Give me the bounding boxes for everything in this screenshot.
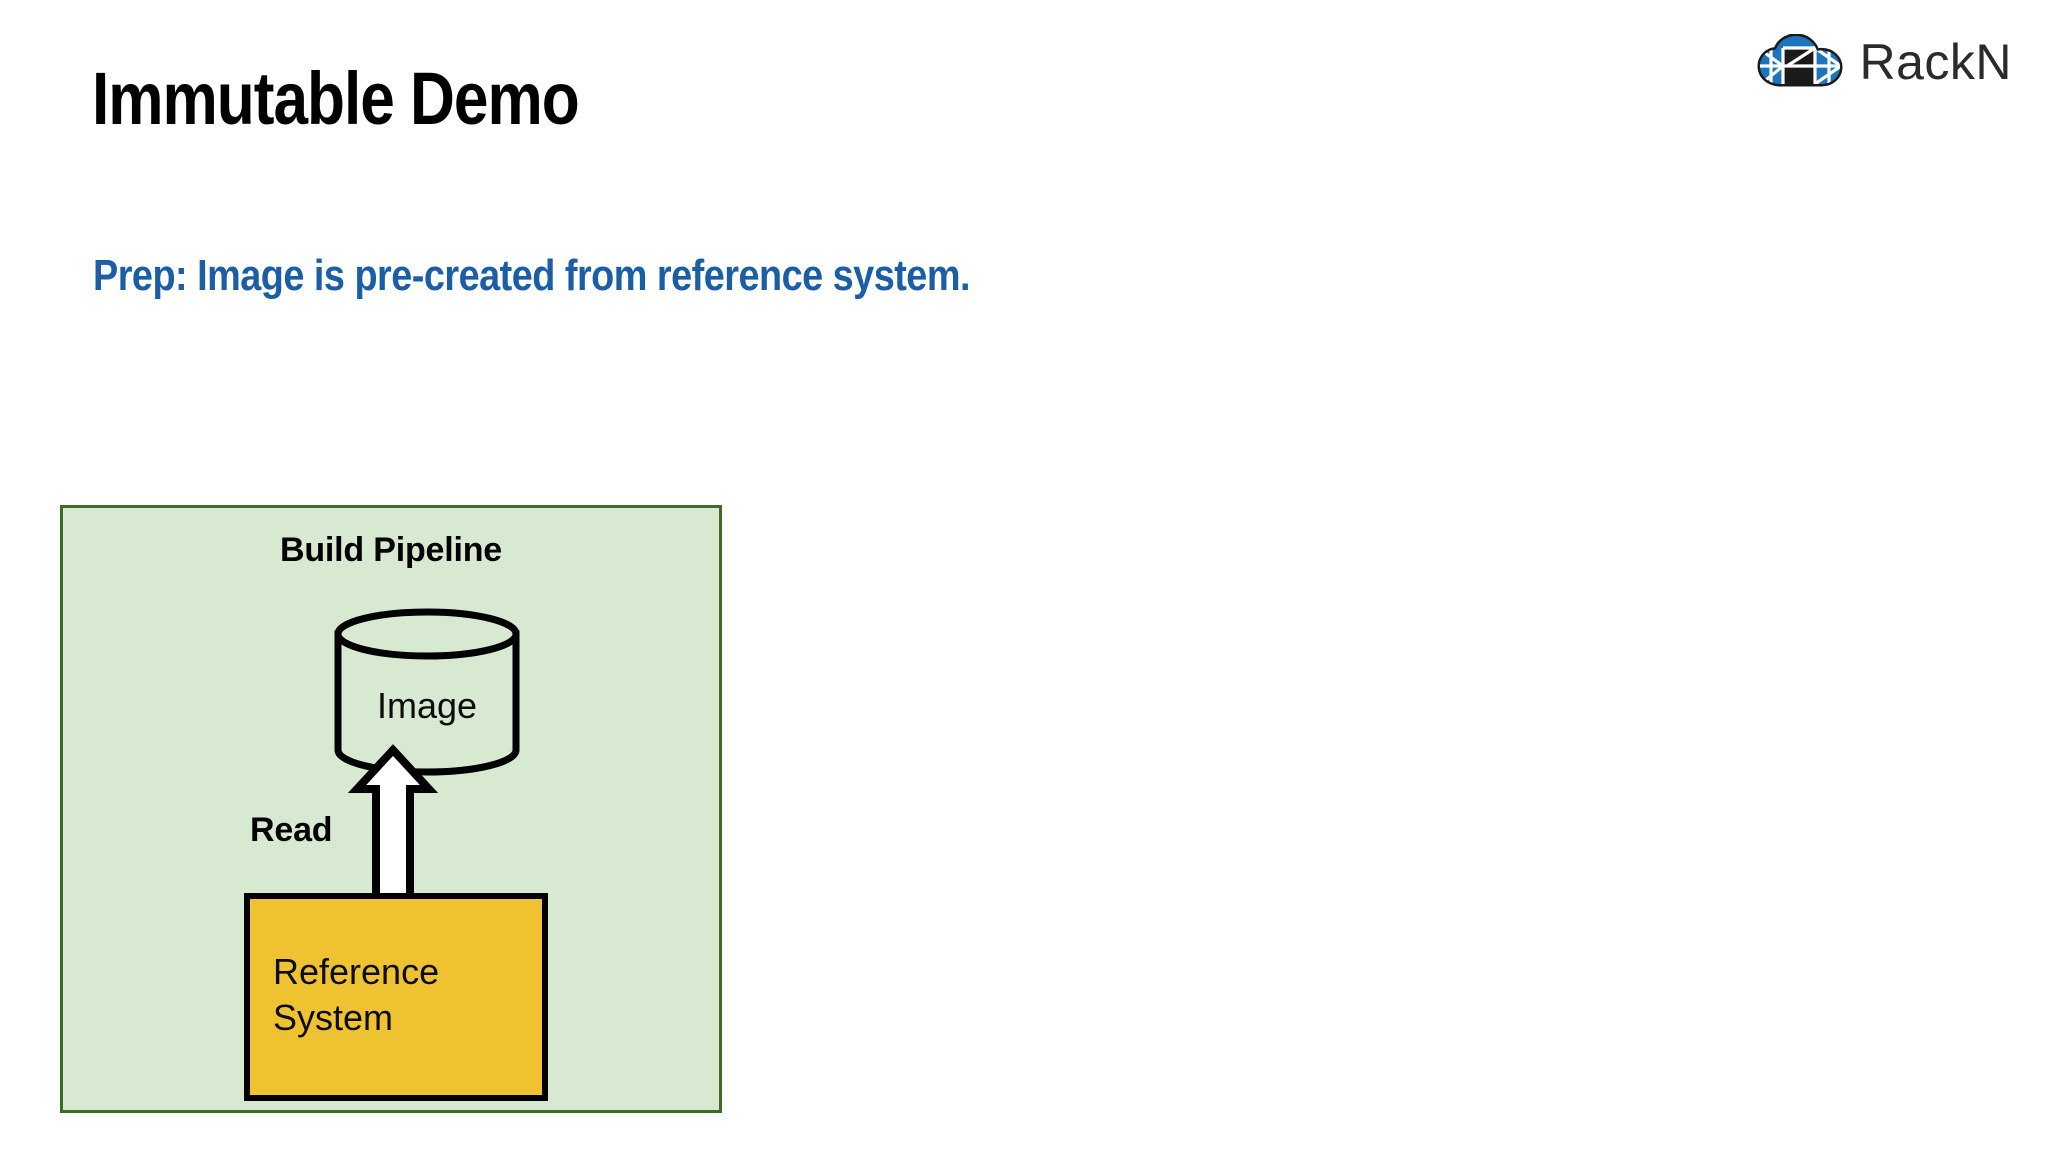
slide-subtitle: Prep: Image is pre-created from referenc… <box>93 251 970 300</box>
rackn-wordmark: RackN <box>1859 34 2012 90</box>
rackn-logo: RackN <box>1757 33 2012 90</box>
build-pipeline-label: Build Pipeline <box>279 531 502 569</box>
build-pipeline-diagram: Build Pipeline Image Read Reference Syst… <box>60 505 722 1113</box>
rackn-cloud-icon <box>1757 33 1845 90</box>
read-edge-label: Read <box>250 811 333 849</box>
read-arrow <box>347 744 439 907</box>
reference-system-label: Reference System <box>273 951 440 1039</box>
page-title: Immutable Demo <box>92 57 580 140</box>
reference-system-node: Reference System <box>244 893 548 1101</box>
